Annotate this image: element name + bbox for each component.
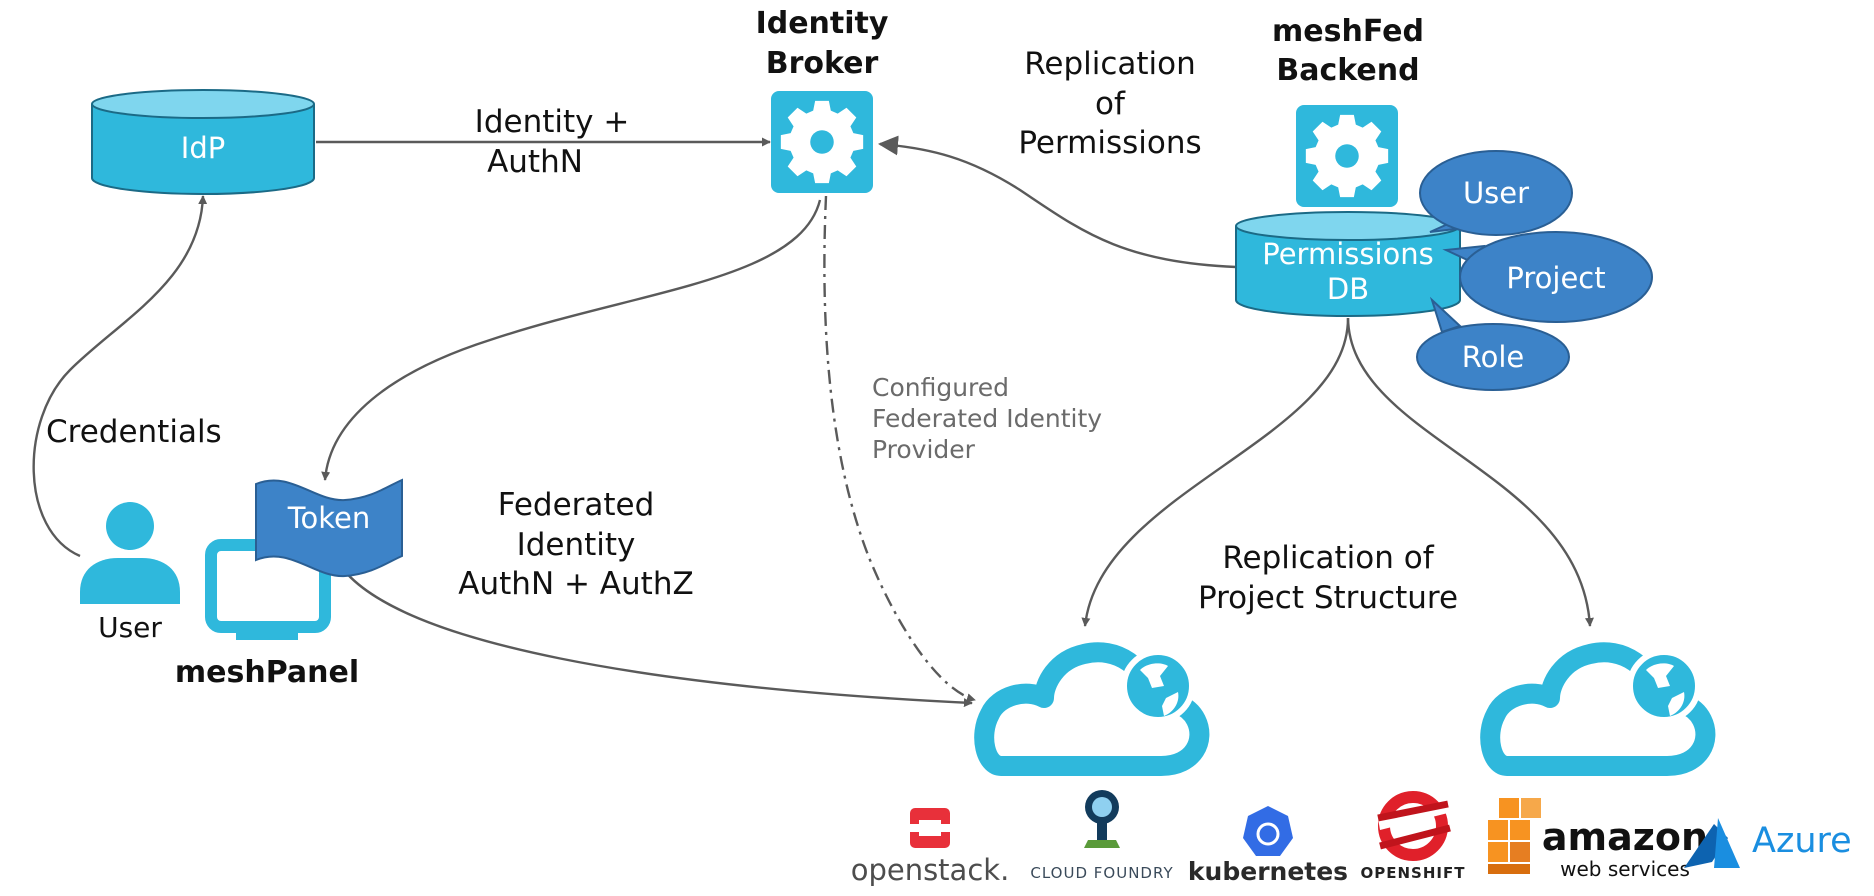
svg-text:Identity +: Identity + [475, 104, 630, 140]
bubble-role: Role [1416, 296, 1570, 391]
svg-text:kubernetes: kubernetes [1188, 857, 1348, 886]
edge-federated [328, 544, 973, 708]
edge-db-to-cloud-right [1346, 317, 1594, 627]
edge-db-to-cloud-left [1081, 317, 1350, 627]
cloudfoundry-logo: CLOUD FOUNDRY [1030, 790, 1173, 882]
svg-text:Permissions: Permissions [1262, 237, 1434, 271]
gear-icon [1305, 114, 1389, 198]
svg-text:Role: Role [1462, 340, 1525, 374]
svg-text:meshFed: meshFed [1272, 14, 1424, 49]
cloud-icon-left [984, 652, 1199, 766]
permissions-db: Permissions DB [1235, 211, 1461, 317]
edge-broker-to-token [321, 199, 822, 481]
label-identity-authn: Identity + AuthN [475, 104, 630, 180]
token-flag: Token [255, 478, 403, 578]
svg-text:Broker: Broker [766, 46, 879, 81]
svg-text:amazon: amazon [1542, 815, 1708, 859]
svg-text:CLOUD FOUNDRY: CLOUD FOUNDRY [1030, 864, 1173, 882]
svg-text:Replication: Replication [1024, 46, 1196, 82]
svg-text:Backend: Backend [1276, 53, 1419, 88]
bubble-user: User [1419, 150, 1573, 236]
aws-logo: amazon web services [1488, 798, 1708, 881]
svg-text:Token: Token [287, 501, 371, 535]
gear-icon [780, 100, 864, 184]
user-icon [80, 502, 180, 604]
svg-text:Provider: Provider [872, 435, 976, 464]
kubernetes-logo: kubernetes [1188, 806, 1348, 886]
svg-text:openstack.: openstack. [851, 853, 1010, 887]
svg-text:Replication of: Replication of [1222, 540, 1434, 576]
label-replication-permissions: Replication of Permissions [1018, 46, 1201, 161]
label-federated: Federated Identity AuthN + AuthZ [458, 487, 693, 602]
svg-text:User: User [1463, 176, 1529, 210]
svg-text:DB: DB [1327, 272, 1369, 306]
label-configured-idp: Configured Federated Identity Provider [872, 373, 1102, 464]
svg-text:Identity: Identity [756, 6, 889, 41]
user-label: User [98, 611, 162, 644]
svg-text:AuthN: AuthN [487, 144, 583, 180]
openstack-logo: openstack. [851, 808, 1010, 887]
svg-text:OPENSHIFT: OPENSHIFT [1361, 864, 1466, 882]
svg-text:Identity: Identity [517, 527, 636, 563]
meshpanel-label: meshPanel [175, 655, 359, 690]
svg-text:Configured: Configured [872, 373, 1009, 402]
meshfed-backend: meshFed Backend [1272, 14, 1424, 207]
svg-text:AuthN + AuthZ: AuthN + AuthZ [458, 566, 693, 602]
svg-text:IdP: IdP [181, 131, 225, 165]
svg-text:Federated: Federated [498, 487, 655, 523]
identity-broker: Identity Broker [756, 6, 889, 193]
openshift-logo: OPENSHIFT [1361, 791, 1466, 882]
idp-database: IdP [91, 89, 315, 195]
svg-text:Project Structure: Project Structure [1198, 580, 1458, 616]
svg-text:Permissions: Permissions [1018, 125, 1201, 161]
edge-credentials [32, 195, 208, 558]
bubble-project: Project [1442, 231, 1653, 323]
azure-logo: Azure [1684, 818, 1852, 868]
edge-configured-idp [823, 195, 976, 703]
edge-replication-permissions [878, 135, 1237, 269]
svg-text:Federated Identity: Federated Identity [872, 404, 1102, 433]
label-replication-structure: Replication of Project Structure [1198, 540, 1458, 616]
svg-text:Azure: Azure [1752, 821, 1852, 861]
svg-text:of: of [1095, 86, 1126, 122]
svg-text:Project: Project [1506, 261, 1605, 295]
label-credentials: Credentials [46, 414, 222, 450]
svg-text:web services: web services [1560, 857, 1690, 881]
cloud-icon-right [1490, 652, 1705, 766]
